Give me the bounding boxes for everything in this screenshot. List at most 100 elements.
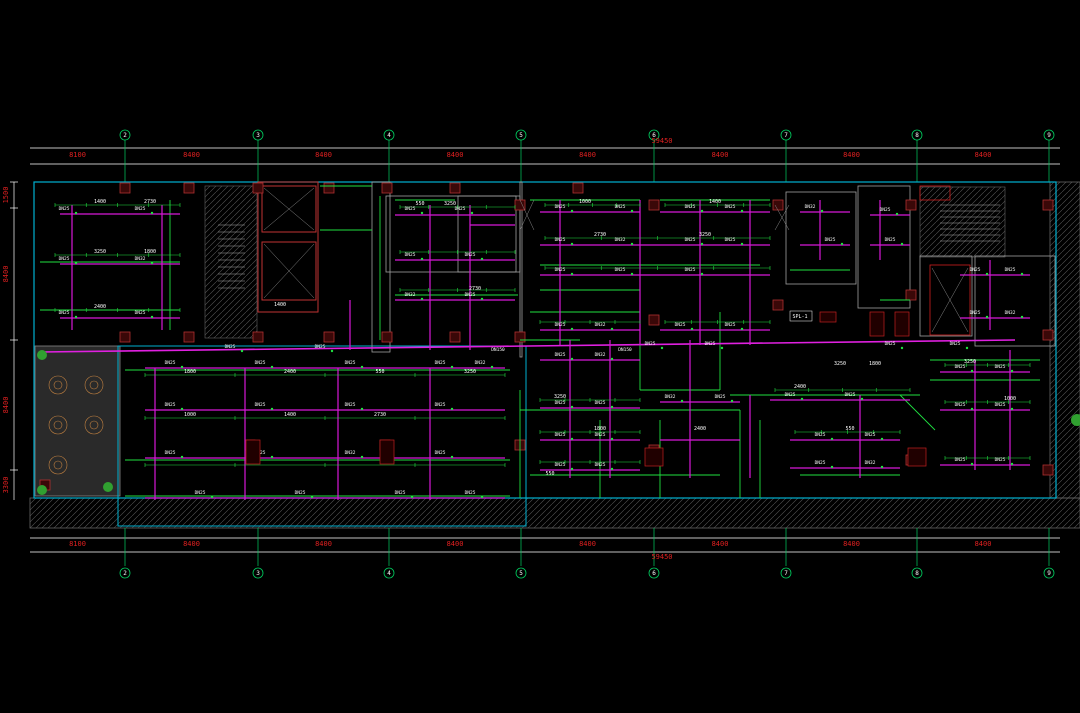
pipe-size-label: DN25 xyxy=(465,490,476,496)
grid-bubble-label-bottom: 8 xyxy=(915,570,919,577)
dimension-value: 1800 xyxy=(184,369,196,375)
sprinkler-head xyxy=(1010,369,1014,373)
equipment-box xyxy=(644,447,664,467)
dimension-value: 1800 xyxy=(869,361,881,367)
left-dimension-text: 3300 xyxy=(2,477,10,494)
top-dimension-text: 8400 xyxy=(183,151,200,159)
grid-bubble-top xyxy=(911,129,923,141)
dimension-value: 3250 xyxy=(444,201,456,207)
top-total-dimension: 59450 xyxy=(651,137,672,145)
pipe-size-label: DN25 xyxy=(345,402,356,408)
shaft-cross xyxy=(774,204,790,231)
sprinkler-head xyxy=(970,369,974,373)
pipe-size-label: DN25 xyxy=(295,490,306,496)
sprinkler-head xyxy=(74,315,78,319)
dimension-value: 1000 xyxy=(1004,396,1016,402)
sprinkler-head xyxy=(74,211,78,215)
grid-bubble-label-bottom: 5 xyxy=(519,570,523,577)
pipe-size-label: DN25 xyxy=(59,310,70,316)
pipe-size-label: DN25 xyxy=(885,341,896,347)
structural-column xyxy=(648,314,660,326)
pipe-size-label: DN25 xyxy=(995,402,1006,408)
sprinkler-head xyxy=(480,257,484,261)
dimension-value: 1800 xyxy=(144,249,156,255)
stair-hatch-right xyxy=(919,186,1006,258)
pipe-size-label: DN25 xyxy=(815,432,826,438)
terrace-table-inner xyxy=(53,380,63,390)
pipe-size-label: DN25 xyxy=(725,237,736,243)
sprinkler-head xyxy=(570,405,574,409)
sprinkler-head xyxy=(1020,315,1024,319)
dimension-value: 2730 xyxy=(594,232,606,238)
sprinkler-head xyxy=(740,242,744,246)
grid-bubble-label-bottom: 2 xyxy=(123,570,127,577)
dimension-value: 550 xyxy=(545,471,554,477)
plant-symbol-right xyxy=(1071,414,1080,426)
plant-symbol xyxy=(37,350,47,360)
pipe-size-label: DN25 xyxy=(465,292,476,298)
pipe-size-label: DN25 xyxy=(615,204,626,210)
grid-bubble-label-bottom: 6 xyxy=(652,570,656,577)
pipe-size-label: DN25 xyxy=(595,400,606,406)
sprinkler-head xyxy=(150,315,154,319)
sprinkler-head xyxy=(310,495,314,499)
sprinkler-head xyxy=(270,407,274,411)
plant-symbol xyxy=(103,482,113,492)
sprinkler-head xyxy=(700,272,704,276)
grid-bubble-label-top: 9 xyxy=(1047,132,1051,139)
dimension-value: 2730 xyxy=(144,199,156,205)
grid-bubble-top xyxy=(780,129,792,141)
sprinkler-head xyxy=(730,399,734,403)
elevator-frame xyxy=(929,264,971,336)
sprinkler-head xyxy=(630,272,634,276)
pipe-size-label: DN25 xyxy=(950,341,961,347)
sprinkler-head xyxy=(965,346,969,350)
sprinkler-head xyxy=(1010,407,1014,411)
structural-column xyxy=(572,182,584,194)
main-pipe-size-label: DN150 xyxy=(491,347,505,353)
pipe-size-label: DN25 xyxy=(815,460,826,466)
grid-bubble-top xyxy=(515,129,527,141)
pipe-size-label: DN25 xyxy=(255,360,266,366)
sprinkler-head xyxy=(450,407,454,411)
pipe-size-label: DN32 xyxy=(595,322,606,328)
sprinkler-head xyxy=(270,455,274,459)
grid-bubble-bottom xyxy=(383,567,395,579)
wall-frame xyxy=(457,195,517,273)
dimension-value: 3250 xyxy=(834,361,846,367)
sprinkler-head xyxy=(480,297,484,301)
dimension-value: 2400 xyxy=(284,369,296,375)
pipe-size-label: DN25 xyxy=(675,322,686,328)
grid-bubble-label-bottom: 4 xyxy=(387,570,391,577)
pipe-size-label: DN32 xyxy=(345,450,356,456)
structural-column xyxy=(648,199,660,211)
room-partition xyxy=(899,394,936,431)
sprinkler-head xyxy=(1020,272,1024,276)
sprinkler-head xyxy=(360,455,364,459)
dimension-value: 2730 xyxy=(374,412,386,418)
pipe-size-label: DN25 xyxy=(1005,267,1016,273)
wall-frame xyxy=(385,195,521,273)
structural-column xyxy=(1042,199,1054,211)
plant-symbol xyxy=(37,485,47,495)
sprinkler-head xyxy=(470,211,474,215)
sprinkler-head xyxy=(360,365,364,369)
sprinkler-head xyxy=(700,242,704,246)
shaft-cross xyxy=(263,243,315,299)
terrace-table-inner xyxy=(89,420,99,430)
pipe-size-label: DN25 xyxy=(555,400,566,406)
sprinkler-head xyxy=(840,242,844,246)
structural-column xyxy=(1042,464,1054,476)
pipe-size-label: DN25 xyxy=(435,360,446,366)
pipe-size-label: DN25 xyxy=(555,322,566,328)
equipment-box xyxy=(819,311,837,323)
sprinkler-head xyxy=(180,407,184,411)
pipe-size-label: DN25 xyxy=(995,457,1006,463)
grid-bubble-label-top: 3 xyxy=(256,132,260,139)
grid-bubble-bottom xyxy=(1043,567,1055,579)
pipe-size-label: DN25 xyxy=(970,267,981,273)
room-tag-label: SPL-1 xyxy=(792,314,807,320)
sprinkler-head xyxy=(970,407,974,411)
grid-bubble-label-top: 7 xyxy=(784,132,788,139)
